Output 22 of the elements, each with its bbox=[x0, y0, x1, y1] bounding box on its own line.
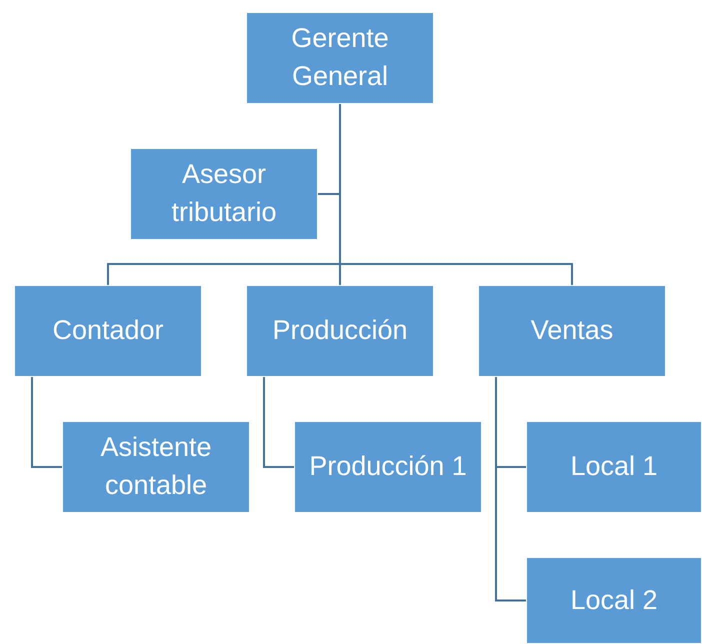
org-box bbox=[526, 421, 702, 513]
org-box bbox=[478, 285, 666, 377]
role-label: Producción 1 bbox=[309, 450, 467, 484]
role-label: Producción bbox=[272, 314, 408, 348]
role-label: Asesor tributario bbox=[170, 158, 278, 229]
org-box bbox=[526, 557, 702, 644]
connector-line bbox=[339, 104, 573, 285]
org-box bbox=[294, 421, 482, 513]
role-label: Gerente General bbox=[290, 22, 390, 93]
role-label: Asistente contable bbox=[99, 431, 213, 502]
org-box bbox=[62, 421, 250, 513]
org-box bbox=[246, 285, 434, 377]
connector-line bbox=[263, 377, 294, 468]
role-label: Local 1 bbox=[570, 450, 658, 484]
role-label: Contador bbox=[52, 314, 164, 348]
role-label: Local 2 bbox=[570, 584, 658, 617]
connector-line bbox=[495, 377, 526, 602]
org-box bbox=[14, 285, 202, 377]
org-box bbox=[246, 12, 434, 104]
role-label: Ventas bbox=[530, 314, 614, 348]
connector-line bbox=[31, 377, 62, 468]
org-box bbox=[130, 148, 318, 240]
